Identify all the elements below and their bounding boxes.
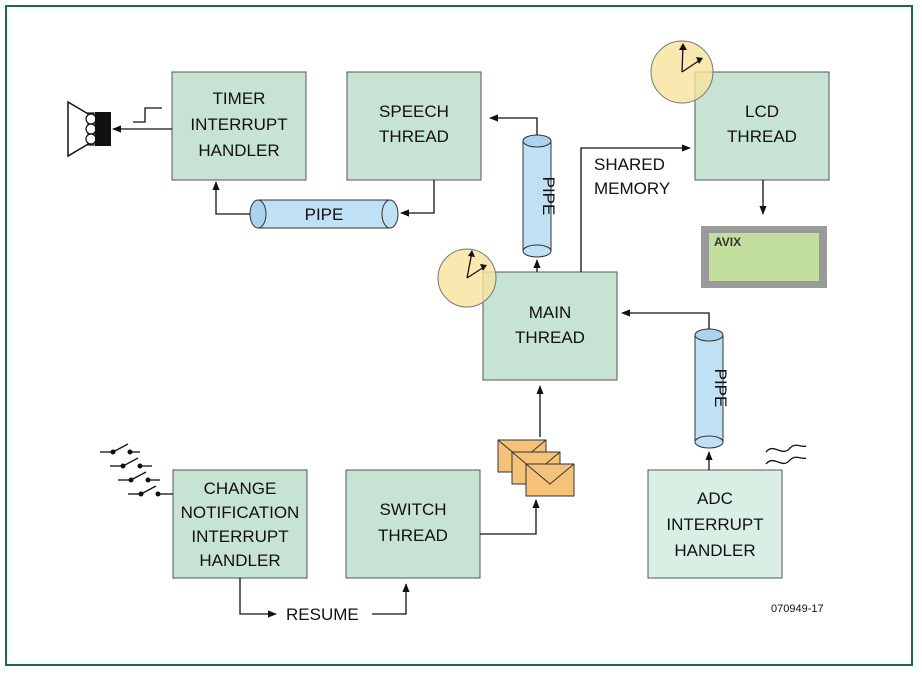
shared-memory-label: SHARED xyxy=(594,155,665,174)
box-rect xyxy=(694,71,830,181)
box-label: ADC xyxy=(697,489,733,508)
pipe-to-timer-arrow xyxy=(212,181,250,215)
box-rect xyxy=(647,469,783,579)
shared-memory-label: MEMORY xyxy=(594,179,670,198)
box-label: TIMER xyxy=(213,89,266,108)
box-label: LCD xyxy=(745,102,779,121)
pipe-label: PIPE xyxy=(305,205,344,224)
adc-interrupt-handler-box: ADC INTERRUPT HANDLER xyxy=(647,469,783,579)
box-label: THREAD xyxy=(727,127,797,146)
square-wave-icon xyxy=(133,107,162,123)
pipe-to-speech-arrow xyxy=(489,114,538,135)
box-label: MAIN xyxy=(529,303,572,322)
clock-icon xyxy=(437,248,497,308)
analog-signal-icon xyxy=(765,444,807,465)
main-thread-box: MAIN THREAD xyxy=(482,271,618,381)
switch-icon xyxy=(100,443,173,497)
box-label: HANDLER xyxy=(674,541,755,560)
change-to-resume-arrow xyxy=(239,578,277,618)
change-notification-handler-box: CHANGE NOTIFICATION INTERRUPT HANDLER xyxy=(172,469,308,579)
box-label: HANDLER xyxy=(198,141,279,160)
resume-label: RESUME xyxy=(286,605,359,624)
box-label: INTERRUPT xyxy=(666,515,763,534)
box-rect xyxy=(172,469,308,579)
box-label: SPEECH xyxy=(379,102,449,121)
pipe-to-main-arrow xyxy=(621,309,710,329)
box-label: THREAD xyxy=(379,127,449,146)
box-rect xyxy=(482,271,618,381)
lcd-thread-box: LCD THREAD xyxy=(694,71,830,181)
box-rect xyxy=(346,71,482,181)
timer-interrupt-handler-box: TIMER INTERRUPT HANDLER xyxy=(171,71,307,181)
pipe-label: PIPE xyxy=(539,177,558,216)
envelope-icon xyxy=(525,463,575,497)
box-label: THREAD xyxy=(515,328,585,347)
switch-to-messages-arrow xyxy=(480,499,540,535)
box-label: HANDLER xyxy=(199,551,280,570)
pipe-vertical-right: PIPE xyxy=(694,328,730,449)
clock-icon xyxy=(650,40,714,104)
pipe-label: PIPE xyxy=(711,369,730,408)
speech-thread-box: SPEECH THREAD xyxy=(346,71,482,181)
switch-thread-box: SWITCH THREAD xyxy=(345,469,481,579)
lcd-display-icon: AVIX xyxy=(701,226,827,288)
resume-to-switch-arrow xyxy=(372,583,410,615)
box-label: SWITCH xyxy=(379,500,446,519)
speaker-icon xyxy=(67,100,111,158)
figure-id: 070949-17 xyxy=(771,603,824,615)
pipe-vertical-top: PIPE xyxy=(522,134,558,258)
box-label: CHANGE xyxy=(204,479,277,498)
shared-memory-arrow xyxy=(580,144,691,272)
box-rect xyxy=(171,71,307,181)
lcd-text: AVIX xyxy=(714,235,741,249)
box-label: THREAD xyxy=(378,526,448,545)
box-label: INTERRUPT xyxy=(190,115,287,134)
pipe-horizontal: PIPE xyxy=(249,199,399,229)
box-rect xyxy=(345,469,481,579)
speech-to-pipe-arrow xyxy=(400,180,435,217)
box-label: NOTIFICATION xyxy=(181,503,300,522)
box-label: INTERRUPT xyxy=(191,527,288,546)
